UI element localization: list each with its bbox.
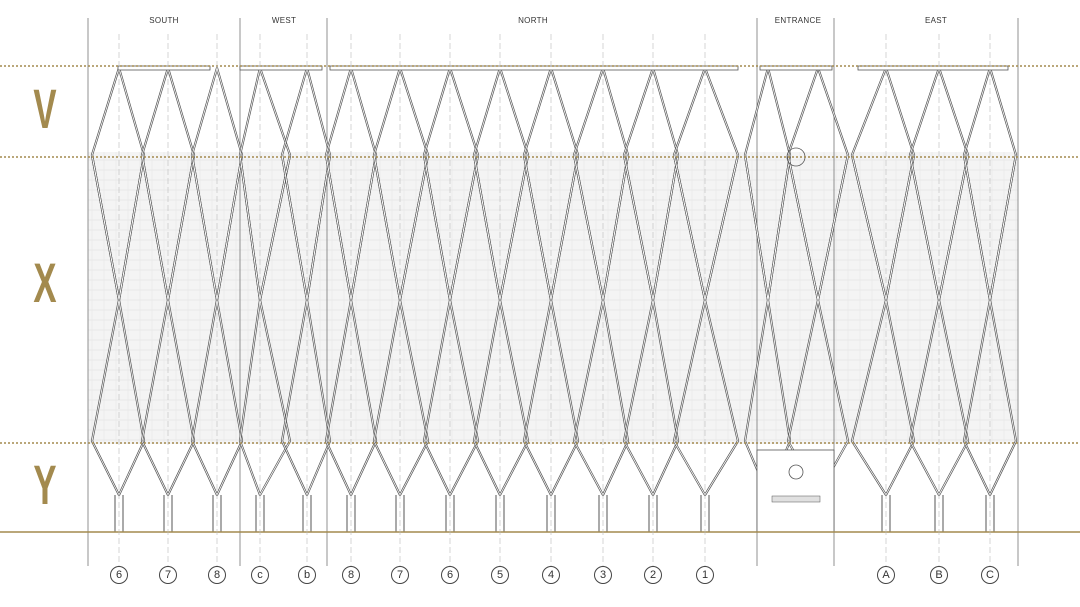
section-label-east: EAST [924,16,948,25]
grid-bubble: c [251,566,269,584]
grid-bubble: 7 [159,566,177,584]
grid-bubble: 4 [542,566,560,584]
grid-bubble: 5 [491,566,509,584]
grid-bubble: 2 [644,566,662,584]
grid-bubble: 8 [342,566,360,584]
grid-bubble: 8 [208,566,226,584]
zone-band-lines [0,65,1080,533]
grid-bubble: 6 [110,566,128,584]
grid-bubble: 3 [594,566,612,584]
section-dividers [87,18,1019,566]
grid-bubble: 6 [441,566,459,584]
zone-label-x: X [33,251,57,314]
section-label-west: WEST [271,16,297,25]
grid-bubble: 7 [391,566,409,584]
grid-bubble: A [877,566,895,584]
base-columns [114,147,995,533]
section-label-north: NORTH [518,16,548,25]
section-label-south: SOUTH [149,16,179,25]
grid-axis-lines [118,34,991,566]
grid-bubble: B [930,566,948,584]
entrance-canopy [756,449,835,533]
curtain-wall-mesh [88,152,1018,444]
zone-label-v: V [33,77,57,140]
entrance-signage [771,495,821,503]
grid-bubble: C [981,566,999,584]
zone-label-y: Y [33,453,57,516]
grid-bubble: b [298,566,316,584]
grid-bubble: 1 [696,566,714,584]
section-label-entrance: ENTRANCE [774,16,822,25]
entrance-emblem [788,464,804,480]
